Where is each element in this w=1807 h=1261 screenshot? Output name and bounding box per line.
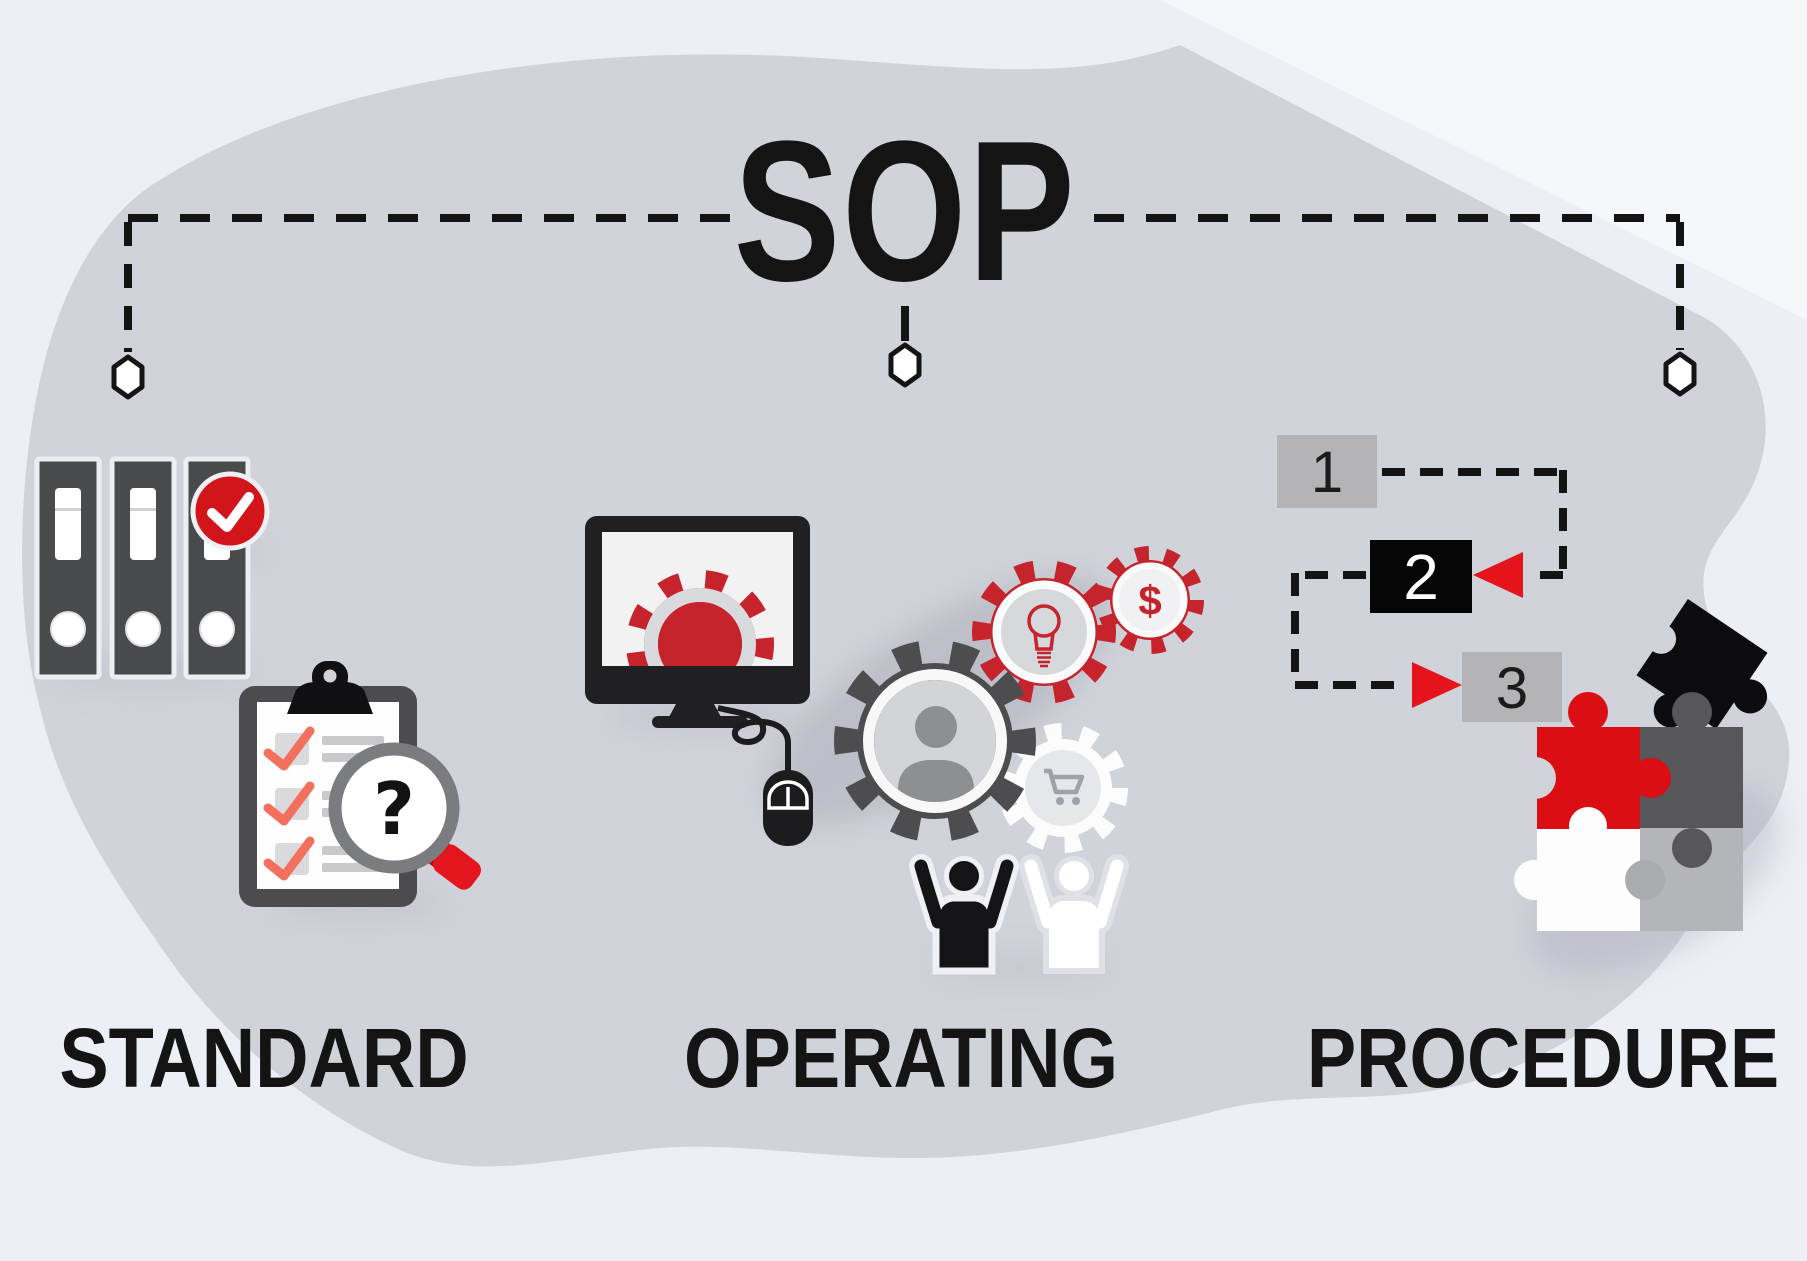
hexagon-node-right bbox=[1663, 351, 1697, 397]
connector-lines bbox=[124, 214, 1684, 352]
person-white bbox=[1019, 854, 1129, 974]
step-flow-icon: 1 2 3 bbox=[1277, 435, 1567, 722]
magnifier-handle bbox=[432, 844, 481, 890]
step-box-1 bbox=[1277, 435, 1377, 508]
hexagon-nodes bbox=[111, 342, 1697, 400]
puzzle-piece-black bbox=[1636, 599, 1768, 729]
cart-gear-icon bbox=[998, 723, 1128, 853]
person-black bbox=[909, 854, 1019, 975]
label-procedure: PROCEDURE bbox=[1306, 1011, 1780, 1105]
label-operating: OPERATING bbox=[684, 1011, 1118, 1105]
hexagon-node-left bbox=[111, 354, 145, 400]
screen-gear-icon bbox=[626, 570, 774, 666]
step-box-2 bbox=[1370, 540, 1472, 613]
dollar-gear-icon: $ bbox=[1096, 546, 1204, 654]
magnifier-question-icon: ? bbox=[328, 742, 481, 890]
arrow-right-icon bbox=[1412, 662, 1462, 708]
mouse-icon bbox=[717, 705, 813, 846]
puzzle-pieces-icon bbox=[1514, 599, 1768, 931]
hexagon-node-center bbox=[888, 342, 922, 388]
people-cheering-icon bbox=[909, 854, 1129, 975]
dollar-sign: $ bbox=[1138, 577, 1161, 624]
question-mark: ? bbox=[373, 767, 415, 851]
mouse-cable bbox=[717, 705, 792, 771]
puzzle-piece-red bbox=[1514, 692, 1671, 845]
arrow-left-icon bbox=[1473, 552, 1523, 598]
lightbulb-icon bbox=[1027, 604, 1061, 668]
page-title: SOP bbox=[733, 100, 1077, 323]
step-box-3 bbox=[1462, 652, 1562, 722]
person-silhouette-icon bbox=[898, 706, 974, 802]
step-number-1: 1 bbox=[1311, 440, 1343, 505]
puzzle-piece-darkgray bbox=[1640, 692, 1743, 868]
corner-highlight bbox=[1160, 0, 1807, 320]
step-number-2: 2 bbox=[1403, 541, 1439, 613]
flow-dashed-path bbox=[1291, 468, 1567, 689]
step-number-3: 3 bbox=[1496, 656, 1528, 721]
lightbulb-gear-icon bbox=[972, 560, 1116, 704]
cart-icon bbox=[1044, 768, 1085, 795]
label-standard: STANDARD bbox=[59, 1011, 469, 1105]
monitor-gear-icon bbox=[585, 516, 810, 728]
person-gear-icon bbox=[834, 640, 1036, 842]
checkmark-icon bbox=[207, 492, 254, 532]
puzzle-piece-white bbox=[1514, 828, 1640, 931]
check-circle-icon bbox=[190, 471, 270, 551]
